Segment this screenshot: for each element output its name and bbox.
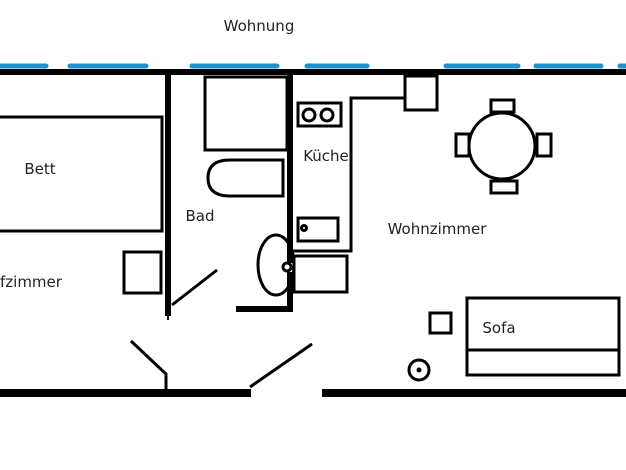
bath-door[interactable] bbox=[171, 268, 218, 307]
bedroom-bath-wall bbox=[165, 71, 171, 316]
floor-lamp bbox=[407, 358, 431, 382]
toilet-drain bbox=[281, 261, 293, 273]
kitchen-counter bbox=[293, 96, 405, 253]
kitchen-sink bbox=[296, 216, 340, 243]
stove-burner-1 bbox=[301, 107, 317, 123]
sofa-label: Sofa bbox=[482, 319, 515, 337]
sink-drain bbox=[300, 224, 308, 232]
dining-table bbox=[467, 111, 537, 181]
bath-kitchen-wall-lower bbox=[287, 272, 293, 312]
wall-stub bbox=[167, 312, 169, 320]
top-wall bbox=[0, 69, 626, 75]
nightstand bbox=[122, 250, 163, 295]
bath-label: Bad bbox=[185, 207, 214, 225]
bottom-wall-right bbox=[322, 389, 626, 397]
stove-burner-2 bbox=[319, 107, 335, 123]
chair-left bbox=[454, 132, 471, 158]
living-label: Wohnzimmer bbox=[388, 220, 488, 238]
lamp-center bbox=[416, 367, 422, 373]
fridge bbox=[403, 74, 439, 112]
stove bbox=[296, 101, 343, 128]
shower bbox=[203, 75, 289, 152]
bath-bottom-wall bbox=[236, 306, 293, 312]
bedroom-entry-door[interactable] bbox=[129, 339, 168, 389]
chair-right bbox=[535, 132, 553, 158]
kitchen-label: Küche bbox=[303, 147, 349, 165]
entrance-door[interactable] bbox=[249, 342, 313, 389]
cabinet bbox=[292, 254, 349, 294]
bed bbox=[0, 115, 164, 233]
plan-title: Wohnung bbox=[224, 17, 295, 35]
bedroom-label: fzimmer bbox=[0, 273, 63, 291]
side-table bbox=[428, 311, 453, 335]
sofa bbox=[465, 296, 621, 377]
chair-top bbox=[489, 98, 516, 114]
bath-kitchen-wall bbox=[287, 71, 293, 263]
bottom-wall-left bbox=[0, 389, 251, 397]
chair-bottom bbox=[489, 179, 519, 195]
bed-label: Bett bbox=[24, 160, 55, 178]
bathtub bbox=[206, 158, 285, 198]
